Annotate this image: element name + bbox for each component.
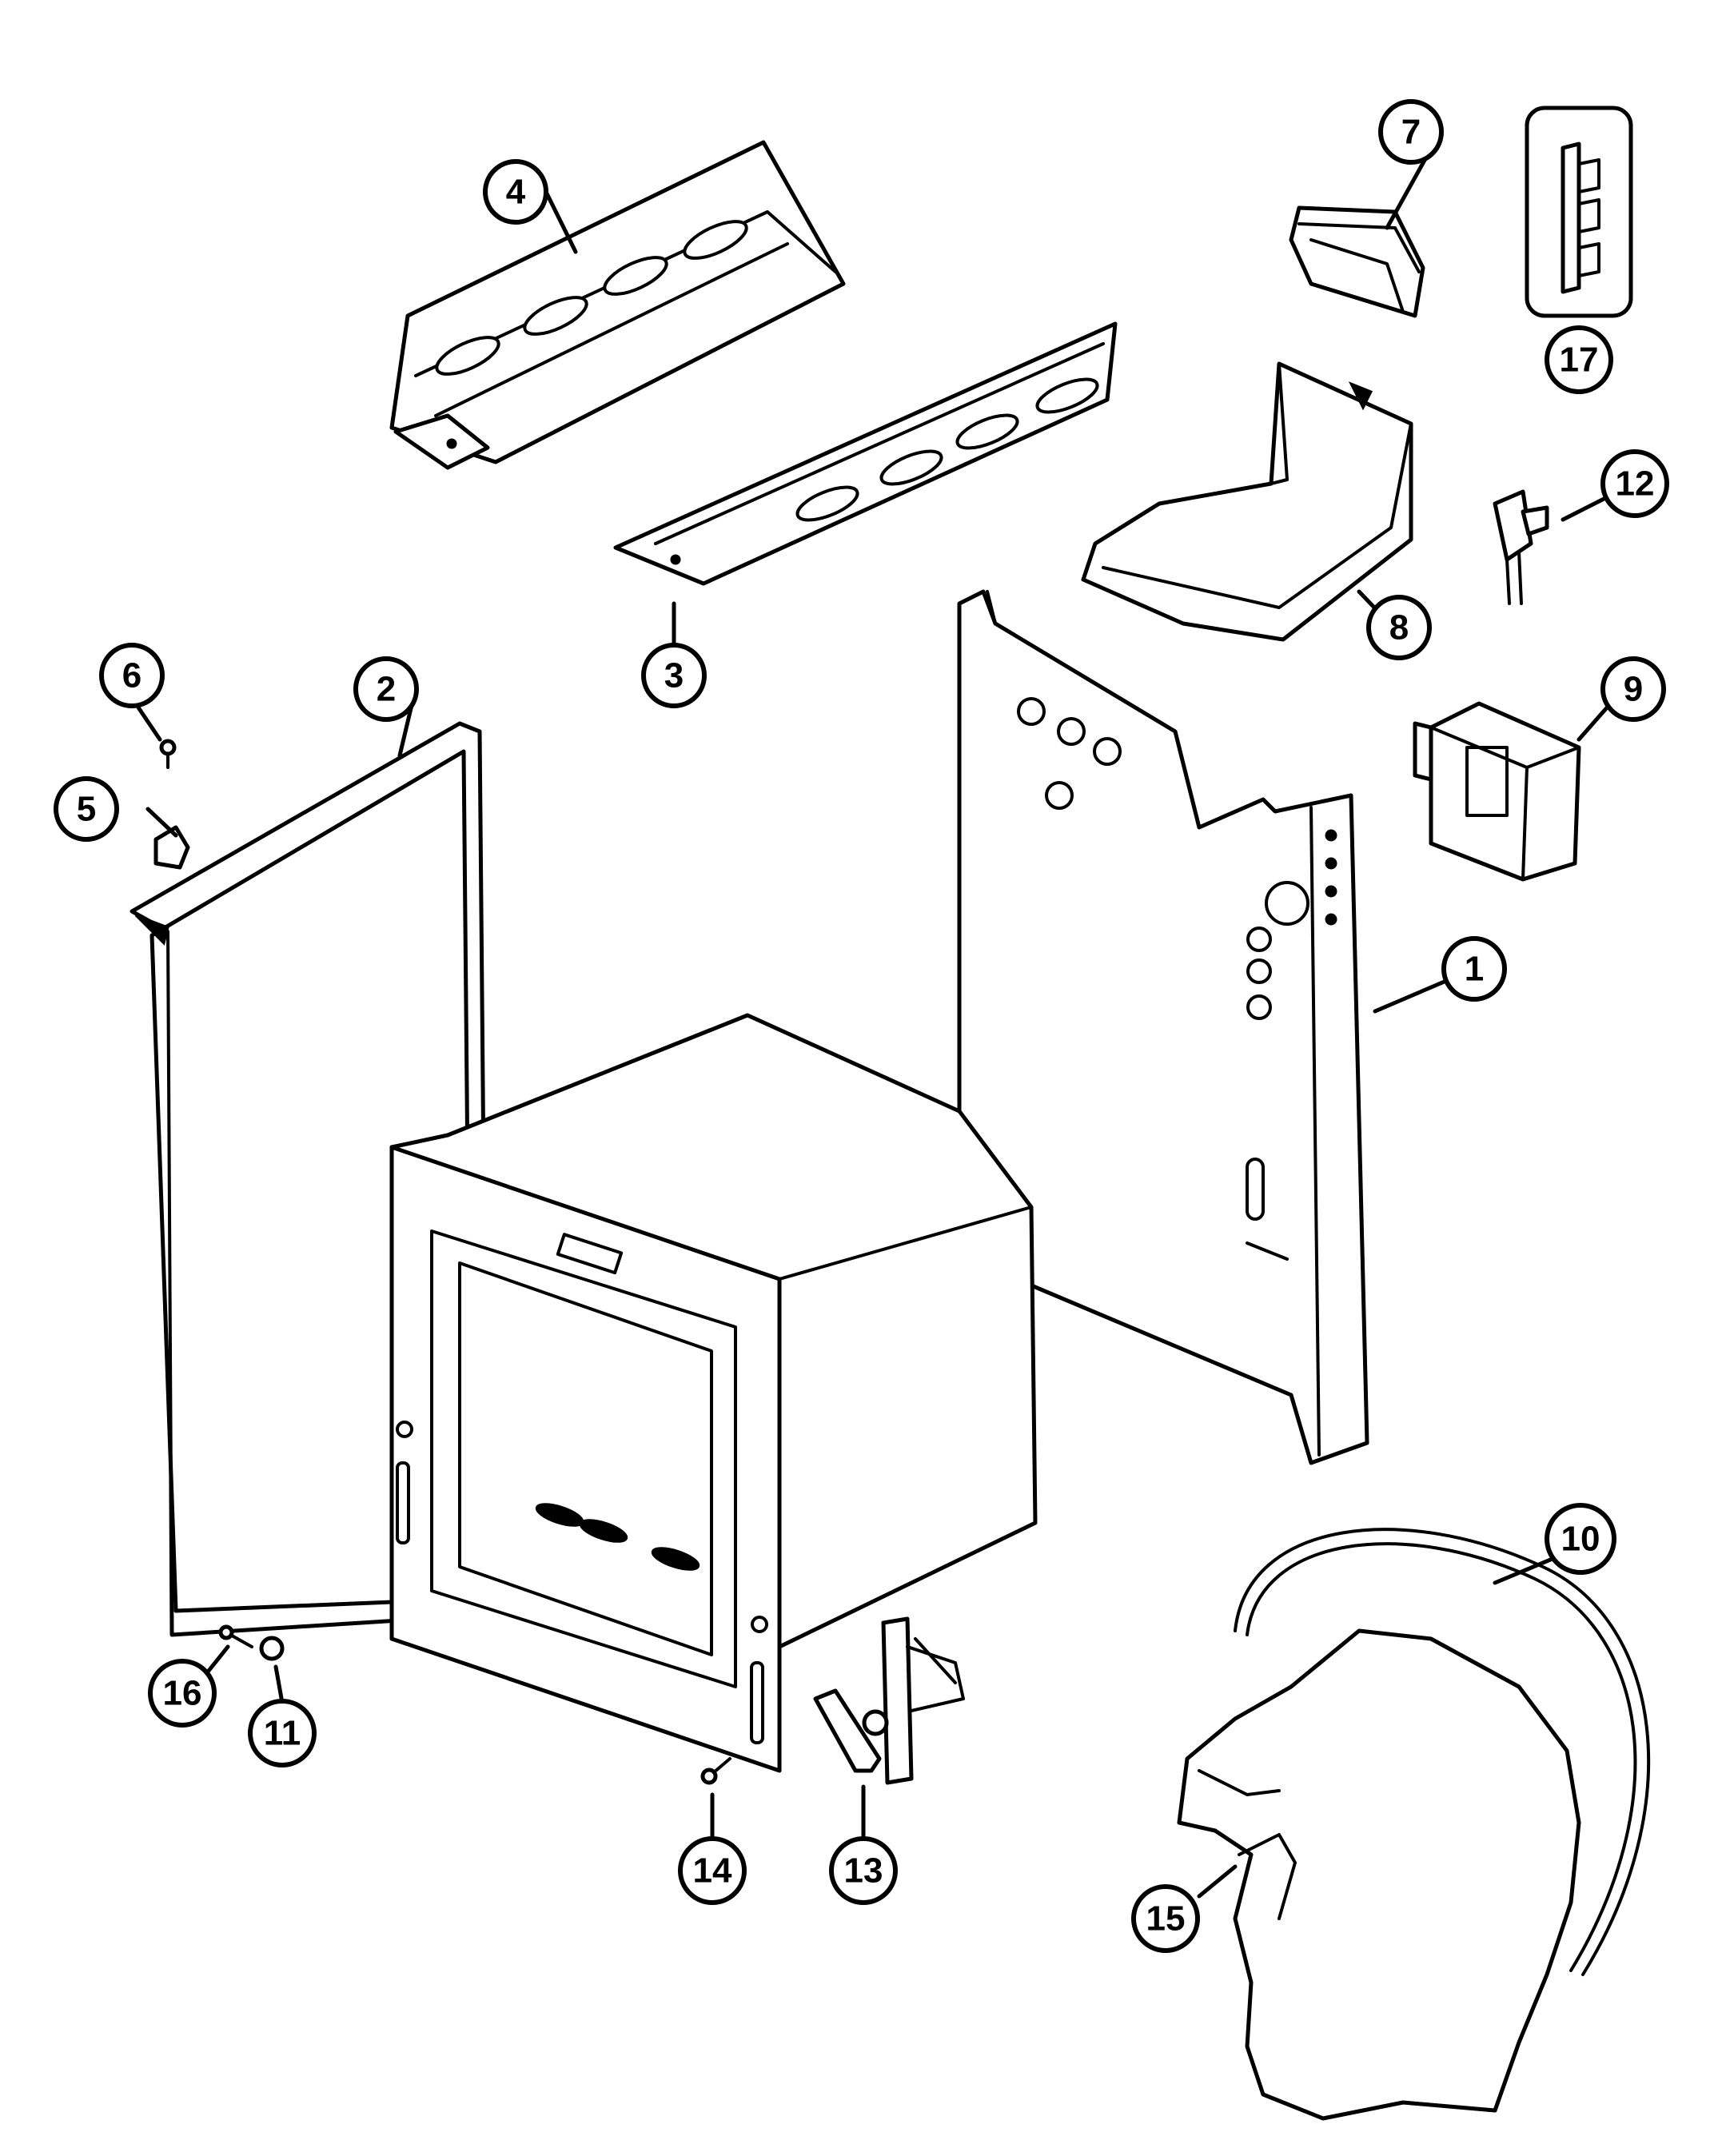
callout-16: 16 [148, 1659, 217, 1728]
callout-label: 8 [1389, 608, 1409, 648]
callout-label: 17 [1560, 341, 1599, 380]
callout-label: 14 [693, 1851, 732, 1891]
callout-label: 5 [77, 790, 96, 829]
callout-10: 10 [1545, 1503, 1616, 1575]
part-6-screw [159, 739, 177, 769]
callout-1: 1 [1441, 936, 1507, 1002]
main-liner-box [389, 1013, 1038, 1773]
callout-11: 11 [248, 1699, 317, 1767]
callout-label: 7 [1401, 113, 1421, 152]
part-7-trough [1289, 205, 1425, 318]
callout-label: 2 [377, 670, 396, 709]
callout-label: 15 [1146, 1899, 1186, 1939]
callout-label: 9 [1624, 670, 1643, 709]
callout-label: 10 [1561, 1520, 1600, 1559]
callout-label: 6 [122, 656, 142, 695]
callout-7: 7 [1378, 99, 1444, 165]
callout-label: 13 [844, 1851, 883, 1891]
part-8-duct [1081, 361, 1413, 642]
part-5-clip [153, 825, 190, 870]
part-1-side-panel [957, 589, 1369, 1465]
part-3-lower-rail [613, 321, 1118, 586]
part-17-terminal-block [1525, 106, 1633, 318]
callout-4: 4 [483, 159, 548, 225]
part-15-insulation [1177, 1628, 1581, 2121]
callout-3: 3 [641, 643, 707, 708]
callout-label: 16 [163, 1674, 202, 1713]
part-11-plug-button [259, 1636, 285, 1661]
callout-12: 12 [1600, 449, 1669, 518]
callout-label: 12 [1616, 464, 1655, 504]
callout-label: 4 [506, 173, 526, 212]
callout-label: 3 [664, 656, 684, 695]
callout-15: 15 [1131, 1884, 1200, 1953]
callout-2: 2 [353, 656, 419, 722]
part-10-gasket-ring [1234, 1528, 1651, 1976]
callout-13: 13 [829, 1836, 898, 1905]
callout-label: 11 [264, 1714, 301, 1753]
callout-6: 6 [99, 643, 165, 708]
callout-8: 8 [1366, 595, 1432, 660]
part-13-hinge [813, 1616, 965, 1785]
part-9-box-bracket [1413, 701, 1581, 882]
part-4-upper-rail [389, 140, 846, 470]
callout-5: 5 [54, 776, 119, 842]
callout-17: 17 [1545, 325, 1613, 394]
part-12-plug [1493, 489, 1549, 605]
callout-9: 9 [1600, 656, 1666, 722]
part-14-screw [700, 1757, 731, 1785]
callout-label: 1 [1465, 950, 1484, 989]
part-16-screw [218, 1624, 253, 1648]
callout-14: 14 [678, 1836, 747, 1905]
